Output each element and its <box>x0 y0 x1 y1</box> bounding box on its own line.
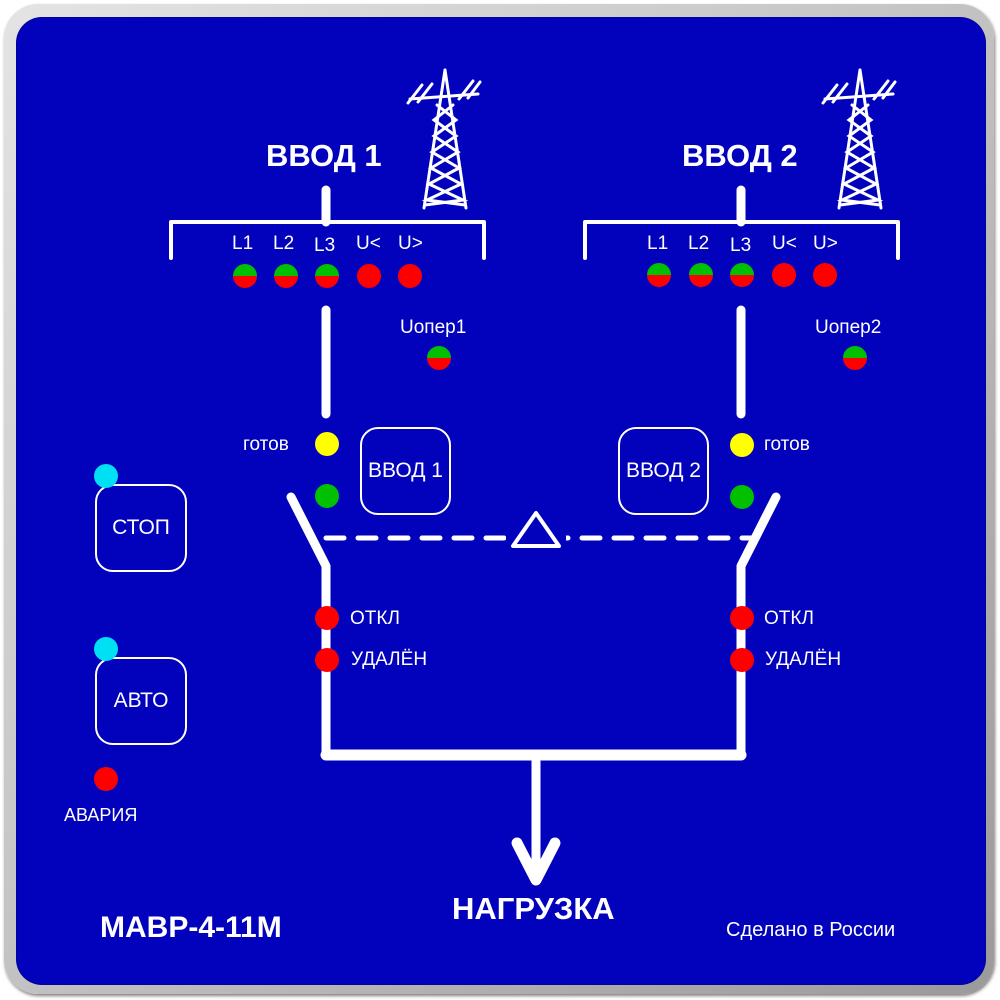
auto-button[interactable]: АВТО <box>95 657 187 745</box>
made-in-label: Сделано в России <box>726 919 896 941</box>
input1-phase-label-l3: L3 <box>314 235 336 256</box>
input1-led-overvoltage <box>398 264 422 288</box>
input2-led-l1 <box>647 263 671 287</box>
input1-remote-led <box>315 648 339 672</box>
input1-phase-label-l2: L2 <box>273 233 295 254</box>
input2-switch-blade <box>736 492 781 760</box>
input1-title: ВВОД 1 <box>266 138 382 173</box>
input2-remote-led <box>730 648 754 672</box>
input1-uoper-label: Uопер1 <box>400 317 467 338</box>
input1-closed-led <box>315 484 339 508</box>
input2-remote-label: УДАЛЁН <box>765 649 842 670</box>
input2-led-undervoltage <box>772 263 796 287</box>
input1-led-l1 <box>233 264 257 288</box>
input2-led-l2 <box>689 263 713 287</box>
input2-uoper-led <box>843 346 867 370</box>
input1-phase-label-uunder: U< <box>356 233 381 254</box>
input1-ready-led <box>315 432 339 456</box>
input2-phase-label-l3: L3 <box>730 235 752 256</box>
triangle-interlock-icon <box>511 511 561 548</box>
input2-title: ВВОД 2 <box>682 138 798 173</box>
input1-button[interactable]: ВВОД 1 <box>360 427 451 515</box>
input2-phase-label-uunder: U< <box>772 233 797 254</box>
input1-off-label: ОТКЛ <box>350 608 400 629</box>
input2-off-label: ОТКЛ <box>764 608 814 629</box>
input2-closed-led <box>730 485 754 509</box>
input2-led-l3 <box>730 263 754 287</box>
alarm-label: АВАРИЯ <box>64 805 138 825</box>
input1-phase-label-l1: L1 <box>232 233 254 254</box>
input2-ready-led <box>730 433 754 457</box>
input1-switch-blade <box>286 492 331 760</box>
input1-off-led <box>315 606 339 630</box>
input2-led-overvoltage <box>813 263 837 287</box>
input2-phase-label-uover: U> <box>813 233 838 254</box>
power-tower-icon <box>821 68 897 210</box>
arrow-down-icon <box>511 837 561 886</box>
input2-uoper-label: Uопер2 <box>815 317 882 338</box>
input1-ready-label: готов <box>243 434 289 455</box>
input2-button[interactable]: ВВОД 2 <box>618 427 709 515</box>
input2-phase-label-l2: L2 <box>688 233 710 254</box>
input1-uoper-led <box>427 346 451 370</box>
input2-phase-label-l1: L1 <box>647 233 669 254</box>
input1-led-l3 <box>315 264 339 288</box>
input2-ready-label: готов <box>764 434 810 455</box>
input1-phase-label-uover: U> <box>398 233 423 254</box>
input1-led-undervoltage <box>357 264 381 288</box>
input1-led-l2 <box>274 264 298 288</box>
auto-indicator-led <box>94 637 118 661</box>
load-label: НАГРУЗКА <box>452 891 615 926</box>
input1-remote-label: УДАЛЁН <box>351 649 428 670</box>
stop-indicator-led <box>94 464 118 488</box>
stop-button[interactable]: СТОП <box>95 484 187 572</box>
power-tower-icon <box>406 68 482 210</box>
alarm-led <box>94 767 118 791</box>
model-name: МАВР-4-11М <box>100 911 282 944</box>
input2-off-led <box>730 606 754 630</box>
